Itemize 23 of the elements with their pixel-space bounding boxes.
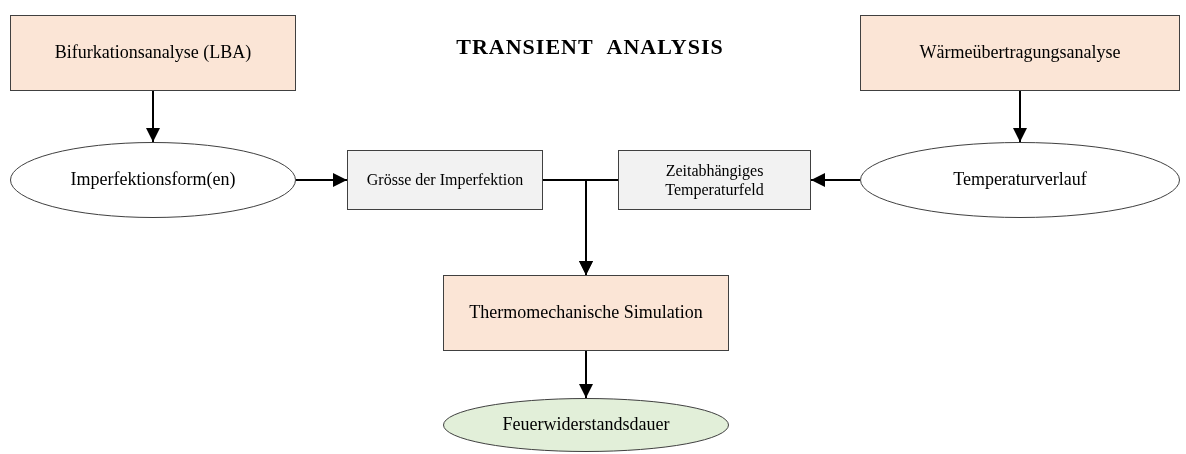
node-label: Grösse der Imperfektion <box>365 170 525 190</box>
node-label: Wärmeübertragungsanalyse <box>918 42 1122 64</box>
process-box <box>347 150 543 210</box>
node-label: Temperaturverlauf <box>952 169 1088 191</box>
arrow <box>295 173 348 187</box>
arrow <box>1013 90 1027 143</box>
diagram-title: TRANSIENT ANALYSIS <box>455 34 725 60</box>
process-box <box>618 150 811 210</box>
ellipse-node <box>443 398 729 452</box>
arrow <box>146 90 160 143</box>
node-label: Thermomechanische Simulation <box>468 302 704 324</box>
ellipse-node <box>860 142 1180 218</box>
node-label: Imperfektionsform(en) <box>69 169 237 191</box>
arrow <box>579 350 593 399</box>
node-label: Zeitabhängiges Temperaturfeld <box>664 160 765 200</box>
process-box <box>443 275 729 351</box>
ellipse-node <box>10 142 296 218</box>
arrow <box>810 173 861 187</box>
arrow <box>579 179 619 276</box>
process-box <box>10 15 296 91</box>
node-label: Bifurkationsanalyse (LBA) <box>53 42 253 64</box>
process-box <box>860 15 1180 91</box>
node-label: Feuerwiderstandsdauer <box>501 414 671 436</box>
